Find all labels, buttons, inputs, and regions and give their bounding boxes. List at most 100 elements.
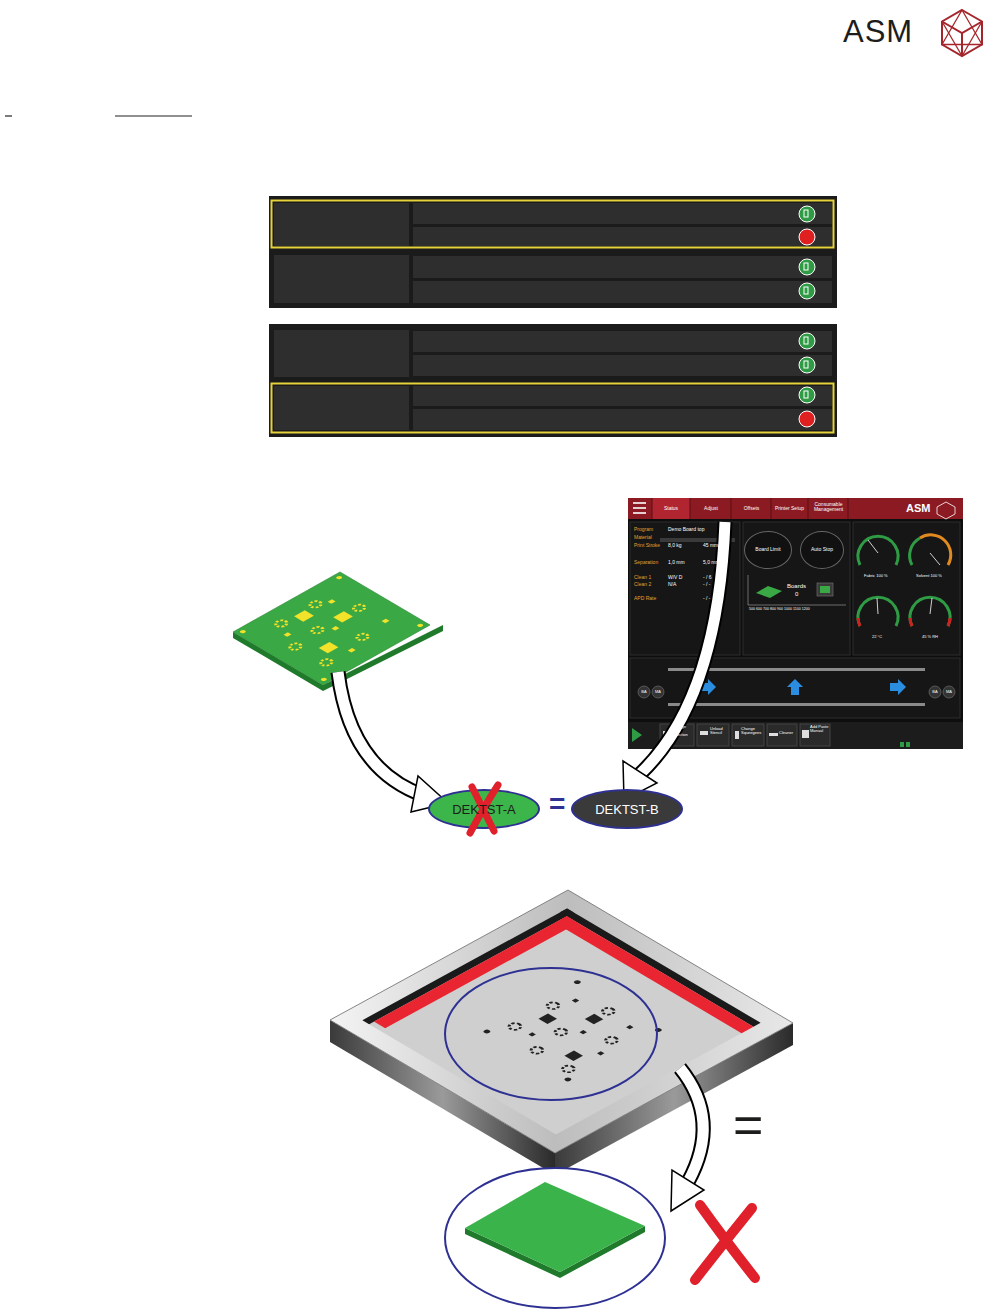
screen-part-part <box>929 686 941 698</box>
screen-part-part <box>877 598 878 614</box>
node-text: Auto Stop <box>808 547 836 552</box>
screen-part <box>630 522 960 718</box>
screen-part-part <box>848 498 849 519</box>
screen-part <box>900 742 910 747</box>
screen-part <box>632 728 642 742</box>
status-table-part-part <box>799 387 815 403</box>
screen-text: 500 600 700 800 900 1000 1100 1200 <box>749 608 810 612</box>
hollow-arrow-part <box>680 1068 703 1182</box>
underline-part <box>5 115 12 116</box>
stencil-part-part-part <box>654 1027 663 1032</box>
status-table-part-part <box>799 259 815 275</box>
stencil-part-part-part <box>482 1029 491 1034</box>
screen-part-part <box>900 742 904 747</box>
status-table-part-part <box>804 287 808 294</box>
pcb-part-part-part <box>284 632 292 637</box>
status-circle: Board Limit <box>744 531 793 569</box>
pcb-part-part <box>261 589 399 668</box>
pcb-part-part-part <box>310 626 326 635</box>
status-table-part-part <box>274 255 409 303</box>
stencil-part-part-part <box>545 1001 562 1010</box>
pcb-part-part-part <box>320 677 328 682</box>
screen-part-part <box>769 733 778 736</box>
stencil-part-part-part <box>553 1027 570 1036</box>
hollow-arrow-part <box>338 672 425 796</box>
stencil-part-part-part <box>507 1022 524 1031</box>
pcb-blank <box>445 1168 665 1308</box>
screen-text: 1,0 mm <box>668 560 685 565</box>
screen-part-part <box>767 724 797 746</box>
node-text: Board Limit <box>752 547 783 552</box>
name-oval: DEKTST-B <box>571 789 683 829</box>
screen-text: Adjust <box>692 506 730 511</box>
screen-text: Solvent 100 % <box>916 574 942 578</box>
pcb-part-part-part <box>319 642 339 653</box>
status-table-part-part <box>799 283 815 299</box>
status-table-part-part <box>413 355 832 376</box>
node-text: DEKTST-A <box>452 802 516 817</box>
status-table-part <box>804 210 808 398</box>
screen-text: - / 6 <box>703 575 712 580</box>
screen-part-part <box>853 522 960 655</box>
stencil-part <box>330 890 793 1153</box>
screen-text: 22 °C <box>872 635 882 639</box>
screen-text: ASM <box>906 503 930 515</box>
status-table-part-part <box>799 411 815 427</box>
logo-icon <box>942 10 982 56</box>
status-table-part-part <box>804 337 808 344</box>
status-table-part-part <box>413 281 832 303</box>
status-table-part-part <box>413 386 832 406</box>
logo-text: ASM <box>843 16 913 49</box>
screen-text: W/V D <box>668 575 682 580</box>
logo-icon-part <box>942 22 962 57</box>
stencil <box>330 890 793 1175</box>
status-table-part-part <box>804 263 808 270</box>
screen-text: 8,0 kg <box>668 543 682 548</box>
status-table-part <box>272 201 834 248</box>
screen-part-part <box>732 724 764 746</box>
status-table-part-part <box>413 203 832 224</box>
screen-part <box>628 722 963 749</box>
underline <box>5 115 192 116</box>
screen-text: Clean 1 <box>634 575 651 580</box>
stencil-part-part <box>374 916 578 1028</box>
stencil-part-part <box>330 890 793 1153</box>
status-table-part-part <box>804 210 808 217</box>
status-table-part <box>272 384 834 433</box>
screen-part-part <box>731 498 732 519</box>
screen-text: Consumable Management <box>810 502 847 513</box>
pcb-part-part <box>239 575 424 681</box>
screen-part-part <box>652 498 653 519</box>
stencil-part-part-part <box>597 1051 604 1055</box>
reject-mark <box>695 1205 755 1280</box>
stencil-part-part <box>362 908 573 1024</box>
screen-text: - / - <box>703 582 711 587</box>
status-table-part <box>274 203 832 430</box>
status-table-part-part <box>274 330 409 377</box>
equals-sign: = <box>549 789 565 818</box>
stencil-part-part-part <box>603 1036 620 1045</box>
screen-part-part <box>930 598 932 614</box>
pcb-part-part-part <box>328 599 336 604</box>
status-table-part-part <box>799 357 815 373</box>
screen-text: Status <box>653 506 689 511</box>
screen-text: Program <box>634 527 653 532</box>
stencil-part <box>445 968 657 1100</box>
screen-part <box>652 498 690 519</box>
screen-part-part <box>858 536 898 565</box>
screen-text: Add Paste Manual <box>810 725 830 733</box>
screen-part <box>748 575 749 605</box>
screen-part-part <box>808 498 809 519</box>
screen-part-part <box>920 535 951 565</box>
node-text: DEKTST-B <box>595 802 659 817</box>
name-oval: DEKTST-A <box>428 789 540 829</box>
screen-text: Demo Board top <box>668 527 704 532</box>
logo-icon-part <box>962 22 982 57</box>
screen-text: Separation <box>634 560 658 565</box>
screen-part-part <box>906 742 910 747</box>
pcb-part-part-part <box>355 632 371 641</box>
hollow-arrow <box>338 522 725 812</box>
status-table-part <box>269 324 837 437</box>
screen-part <box>858 535 951 626</box>
